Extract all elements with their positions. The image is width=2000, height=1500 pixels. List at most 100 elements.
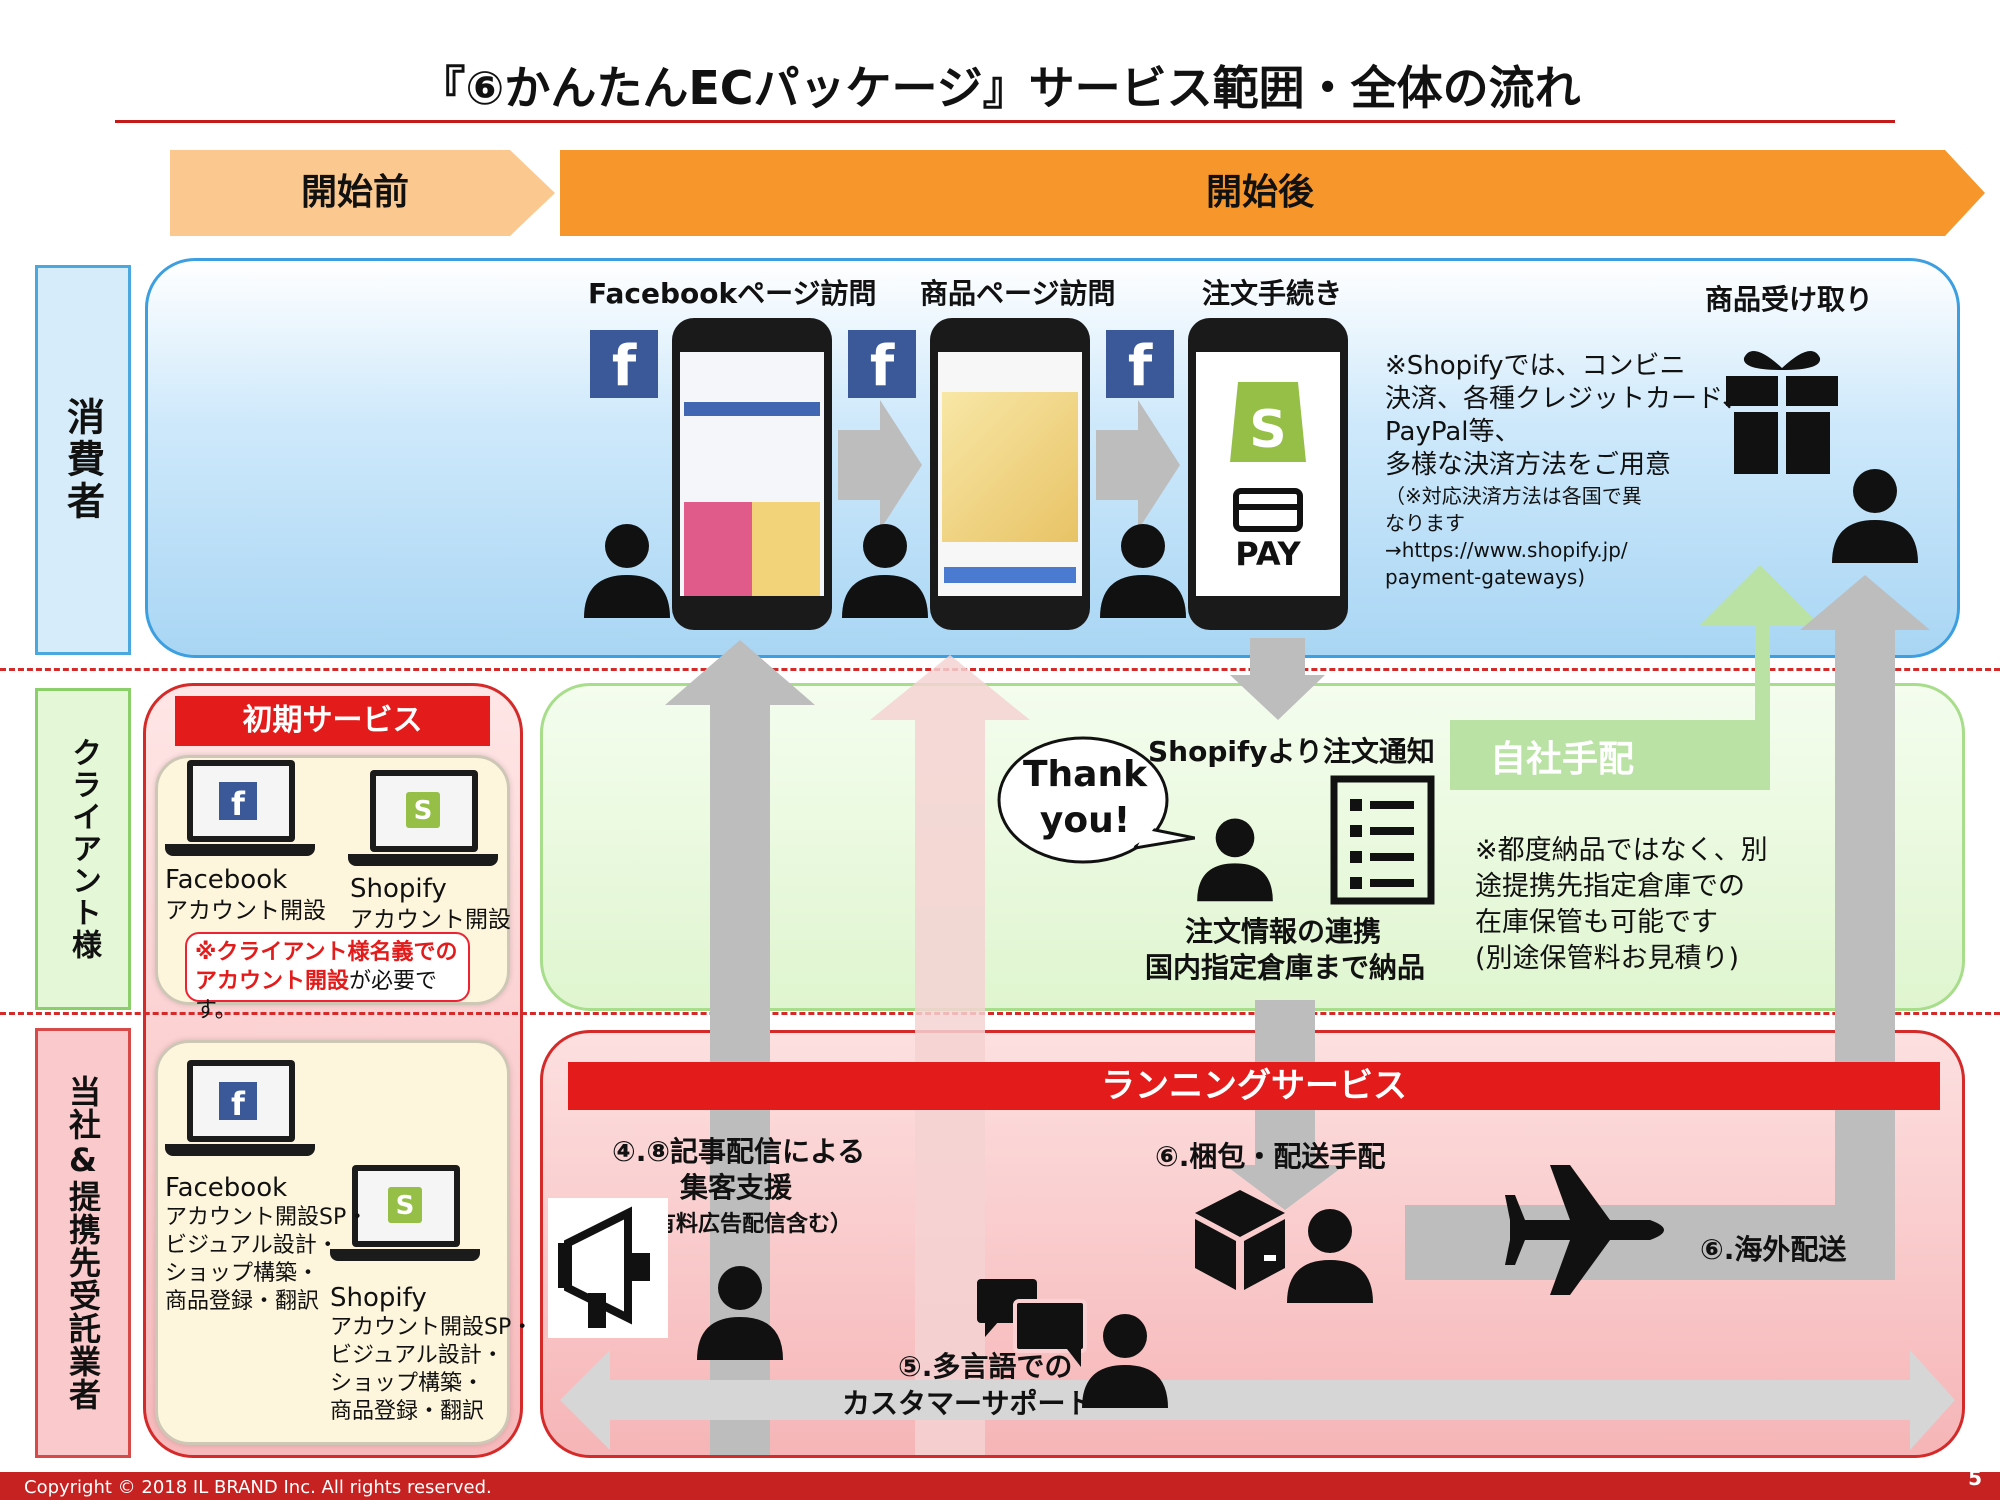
- company-facebook-title: Facebook: [165, 1173, 288, 1203]
- payment-note-line: 多様な決済方法をご用意: [1385, 450, 1672, 480]
- payment-note-small: （※対応決済方法は各国で異 なります →https://www.shopify.…: [1385, 483, 1642, 591]
- client-shopify-sub: アカウント開設: [350, 907, 511, 933]
- overseas-label: ⑥.海外配送: [1700, 1233, 1847, 1266]
- chat-icon: [977, 1279, 1087, 1367]
- separator-line-2: [0, 1012, 2000, 1015]
- company-shopify-title: Shopify: [330, 1283, 427, 1313]
- payment-note-line: PayPal等、: [1385, 417, 1521, 447]
- self-arrange-label: 自社手配: [1490, 739, 1635, 780]
- lane-label-client: クライアント様: [35, 688, 131, 1010]
- warning-text: ※クライアント様名義での: [195, 940, 458, 965]
- payment-note-small-line: →https://www.shopify.jp/: [1385, 538, 1628, 562]
- gift-icon: [1726, 350, 1838, 474]
- warning-text: が必要です。: [195, 969, 438, 1023]
- phase-after-label: 開始後: [1205, 172, 1314, 213]
- step-facebook-visit: Facebookページ訪問: [588, 277, 877, 310]
- phase-after-arrow: [560, 150, 1985, 236]
- laptop-icon: f: [165, 1060, 315, 1165]
- page-title: 『⑥かんたんECパッケージ』サービス範囲・全体の流れ: [419, 61, 1581, 115]
- person-icon: [584, 524, 670, 618]
- phone-checkout: S PAY: [1188, 318, 1348, 630]
- company-facebook-line: ビジュアル設計・: [165, 1233, 339, 1258]
- client-facebook-title: Facebook: [165, 865, 288, 895]
- megaphone-icon: [558, 1206, 650, 1328]
- right-arrow: [838, 400, 922, 530]
- account-warning: ※クライアント様名義での アカウント開設が必要です。: [185, 932, 470, 1023]
- thank-you-bubble: [997, 736, 1195, 864]
- support-double-arrow: [560, 1350, 1955, 1450]
- company-facebook-label: Facebook アカウント開設SP・ ビジュアル設計・ ショップ構築・ 商品登…: [165, 1172, 368, 1316]
- phone-facebook-page: [672, 318, 832, 630]
- phase-before-arrow: [170, 150, 555, 236]
- lane-label-company: 当社&提携先受託業者: [35, 1028, 131, 1458]
- company-shopify-line: アカウント開設SP・: [330, 1315, 534, 1340]
- laptop-icon: S: [348, 770, 498, 875]
- pay-label: PAY: [1235, 535, 1301, 573]
- up-arrow-pink: [870, 655, 1030, 1455]
- overseas-bar: [1405, 1205, 1895, 1280]
- lane-label-consumer: 消費者: [35, 265, 131, 655]
- stock-note: ※都度納品ではなく、別 途提携先指定倉庫での 在庫保管も可能です (別途保管料お…: [1475, 833, 1768, 977]
- company-facebook-line: ショップ構築・: [165, 1261, 320, 1286]
- airplane-icon: [1505, 1165, 1664, 1295]
- svg-text:S: S: [1249, 400, 1286, 460]
- company-facebook-line: アカウント開設SP・: [165, 1205, 369, 1230]
- phase-before-label: 開始前: [300, 172, 409, 213]
- up-arrow-gray: [665, 640, 815, 1455]
- facebook-icon: f: [219, 1082, 257, 1123]
- payment-note: ※Shopifyでは、コンビニ 決済、各種クレジットカード、 PayPal等、 …: [1385, 350, 1748, 482]
- thank-you-text: Thank you!: [1022, 754, 1148, 841]
- footer-bar: [0, 1472, 2000, 1500]
- stock-note-line: 途提携先指定倉庫での: [1475, 871, 1745, 902]
- step-receive: 商品受け取り: [1705, 283, 1874, 316]
- facebook-icon: f: [590, 330, 658, 399]
- phone-product-page: [930, 318, 1090, 630]
- document-list-icon: [1330, 775, 1435, 905]
- order-link-label: 注文情報の連携: [1185, 915, 1382, 948]
- client-shopify-title: Shopify: [350, 874, 447, 904]
- shopify-icon: S: [1230, 382, 1306, 462]
- company-shopify-line: 商品登録・翻訳: [330, 1399, 485, 1424]
- support-label-2: カスタマーサポート: [842, 1387, 1094, 1420]
- company-shopify-line: ショップ構築・: [330, 1371, 485, 1396]
- phone-screen: S PAY: [1196, 352, 1340, 596]
- card-icon: PAY: [1220, 480, 1316, 588]
- company-shopify-line: ビジュアル設計・: [330, 1343, 504, 1368]
- person-icon: [1100, 524, 1186, 618]
- payment-note-small-line: payment-gateways): [1385, 565, 1586, 589]
- stock-note-line: 在庫保管も可能です: [1475, 907, 1718, 938]
- self-arrange-arrow: [1450, 565, 1820, 790]
- laptop-icon: S: [330, 1165, 480, 1270]
- order-notification-label: Shopifyより注文通知: [1148, 735, 1435, 768]
- shopify-icon: S: [388, 1187, 422, 1223]
- payment-note-small-line: （※対応決済方法は各国で異: [1385, 484, 1642, 508]
- facebook-icon: f: [1106, 330, 1174, 399]
- person-icon: [1832, 469, 1918, 563]
- stock-note-line: (別途保管料お見積り): [1475, 943, 1740, 974]
- payment-note-line: 決済、各種クレジットカード、: [1385, 384, 1748, 414]
- client-shopify-label: Shopify アカウント開設: [350, 872, 511, 934]
- stock-note-line: ※都度納品ではなく、別: [1475, 835, 1768, 866]
- phone-screen: [938, 352, 1082, 596]
- person-icon: [697, 1266, 783, 1360]
- payment-note-small-line: なります: [1385, 511, 1465, 535]
- warehouse-label: 国内指定倉庫まで納品: [1145, 951, 1426, 984]
- title-underline: [115, 120, 1895, 123]
- company-shopify-label: Shopify アカウント開設SP・ ビジュアル設計・ ショップ構築・ 商品登録…: [330, 1282, 533, 1426]
- running-service-banner: ランニングサービス: [568, 1062, 1940, 1110]
- separator-line-1: [0, 668, 2000, 671]
- person-icon: [1287, 1209, 1373, 1303]
- overseas-up-arrow: [1800, 575, 1930, 1280]
- step-checkout: 注文手続き: [1202, 277, 1343, 310]
- person-icon: [842, 524, 928, 618]
- payment-note-line: ※Shopifyでは、コンビニ: [1385, 351, 1686, 381]
- down-arrow-order: [1230, 638, 1325, 720]
- page-number: 5: [1968, 1466, 1982, 1490]
- box-icon: [1195, 1190, 1285, 1290]
- promo-label-3: （有料広告配信含む）: [632, 1212, 853, 1237]
- megaphone-box: [548, 1198, 668, 1338]
- support-label-1: ⑤.多言語での: [898, 1350, 1073, 1383]
